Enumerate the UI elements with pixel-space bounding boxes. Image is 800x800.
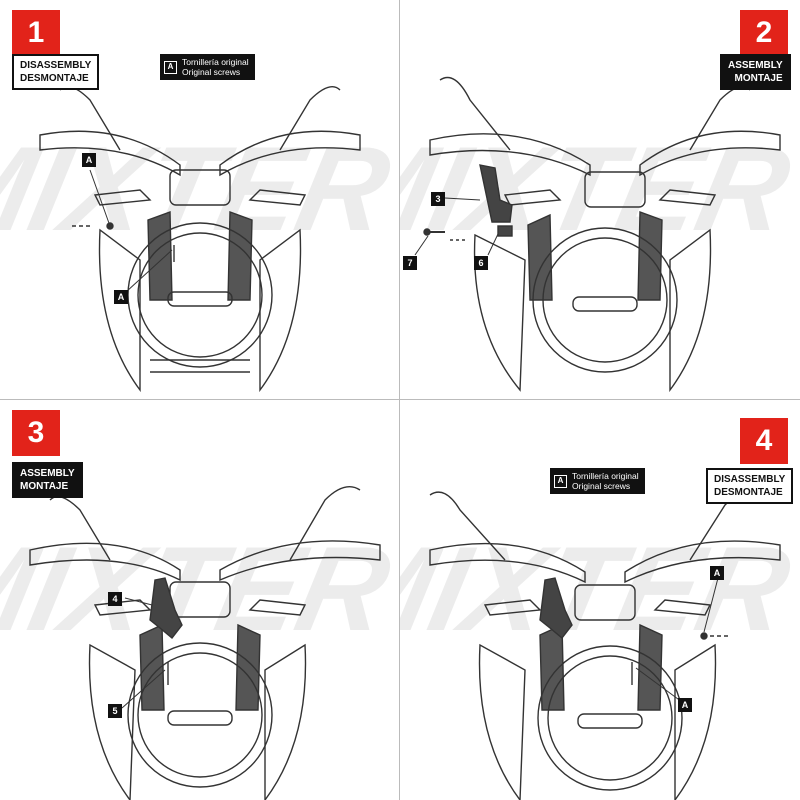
stage-label: DISASSEMBLY DESMONTAJE — [706, 468, 794, 504]
legend-text-en: Original screws — [572, 481, 631, 491]
callout-part-3: 3 — [431, 192, 445, 206]
panel-divider-vertical — [399, 0, 400, 800]
panel-divider-horizontal — [0, 399, 800, 400]
legend-original-screws: A Tornillería original Original screws — [550, 468, 645, 494]
callout-part-4: 4 — [108, 592, 122, 606]
panel-step-3: MIXTER 3 ASSEMBLY MONTAJE 4 5 — [0, 400, 400, 800]
callout-a-upper: A — [82, 153, 96, 167]
panel-step-2: MIXTER 2 ASSEMBLY MONTAJE 3 7 6 — [400, 0, 800, 400]
step-number: 4 — [740, 418, 788, 464]
step-number: 1 — [12, 10, 60, 56]
callout-a-lower: A — [678, 698, 692, 712]
stage-label-en: ASSEMBLY — [728, 60, 783, 71]
legend-text-en: Original screws — [182, 67, 241, 77]
legend-text-es: Tornillería original — [572, 471, 639, 481]
legend-original-screws: A Tornillería original Original screws — [160, 54, 255, 80]
legend-key: A — [554, 474, 567, 488]
step-number: 2 — [740, 10, 788, 56]
callout-part-7: 7 — [403, 256, 417, 270]
motorcycle-front-illustration — [29, 486, 381, 800]
step-number: 3 — [12, 410, 60, 456]
callout-part-6: 6 — [474, 256, 488, 270]
stage-label-es: MONTAJE — [734, 73, 783, 84]
stage-label-es: DESMONTAJE — [20, 73, 89, 84]
stage-label-es: MONTAJE — [20, 481, 69, 492]
panel-step-1: MIXTER 1 DISASSEMBLY DESMONTAJE A Tornil… — [0, 0, 400, 400]
panel-step-4: MIXTER 4 DISASSEMBLY DESMONTAJE A Tornil… — [400, 400, 800, 800]
motorcycle-front-illustration — [414, 76, 781, 393]
callout-a-lower: A — [114, 290, 128, 304]
stage-label: ASSEMBLY MONTAJE — [12, 462, 83, 498]
legend-text-es: Tornillería original — [182, 57, 249, 67]
callout-a-upper: A — [710, 566, 724, 580]
callout-part-5: 5 — [108, 704, 122, 718]
stage-label-en: ASSEMBLY — [20, 468, 75, 479]
stage-label-es: DESMONTAJE — [714, 487, 783, 498]
legend-key: A — [164, 60, 177, 74]
stage-label-en: DISASSEMBLY — [20, 60, 92, 71]
stage-label: ASSEMBLY MONTAJE — [720, 54, 791, 90]
stage-label: DISASSEMBLY DESMONTAJE — [12, 54, 100, 90]
stage-label-en: DISASSEMBLY — [714, 474, 786, 485]
